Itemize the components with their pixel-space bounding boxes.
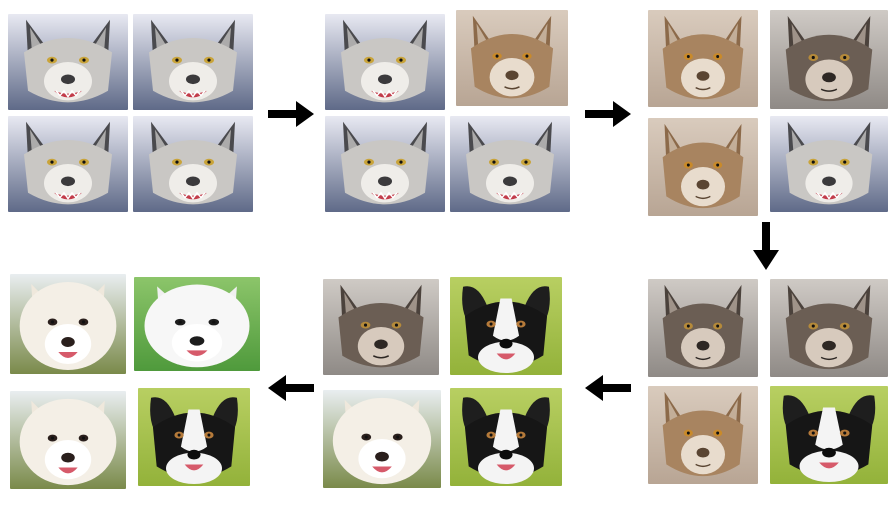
arrow-down-icon bbox=[753, 222, 779, 270]
snarling-grey-wolf-icon bbox=[8, 116, 128, 212]
arrow-right-icon bbox=[268, 101, 314, 127]
dark-grey-wolf-icon bbox=[770, 279, 888, 377]
snarling-grey-wolf-icon bbox=[133, 116, 253, 212]
calm-brown-wolf-icon bbox=[648, 386, 758, 484]
border-collie-dog-icon bbox=[450, 388, 562, 486]
border-collie-dog-icon bbox=[450, 277, 562, 375]
snarling-grey-wolf-icon bbox=[8, 14, 128, 110]
dark-grey-wolf-icon bbox=[770, 10, 888, 109]
arrow-left-icon bbox=[268, 375, 314, 401]
border-collie-dog-icon bbox=[770, 386, 888, 484]
samoyed-dog-icon bbox=[10, 391, 126, 489]
snarling-grey-wolf-icon bbox=[770, 116, 888, 212]
arrow-left-icon bbox=[585, 375, 631, 401]
calm-brown-wolf-icon bbox=[456, 10, 568, 106]
arrow-right-icon bbox=[585, 101, 631, 127]
snarling-grey-wolf-icon bbox=[450, 116, 570, 212]
pomeranian-dog-icon bbox=[134, 277, 260, 371]
snarling-grey-wolf-icon bbox=[325, 14, 445, 110]
dark-grey-wolf-icon bbox=[648, 279, 758, 377]
dark-grey-wolf-icon bbox=[323, 279, 439, 375]
snarling-grey-wolf-icon bbox=[133, 14, 253, 110]
snarling-grey-wolf-icon bbox=[325, 116, 445, 212]
calm-brown-wolf-icon bbox=[648, 10, 758, 107]
border-collie-dog-icon bbox=[138, 388, 250, 486]
samoyed-dog-icon bbox=[323, 390, 441, 488]
samoyed-dog-icon bbox=[10, 274, 126, 374]
calm-brown-wolf-icon bbox=[648, 118, 758, 216]
